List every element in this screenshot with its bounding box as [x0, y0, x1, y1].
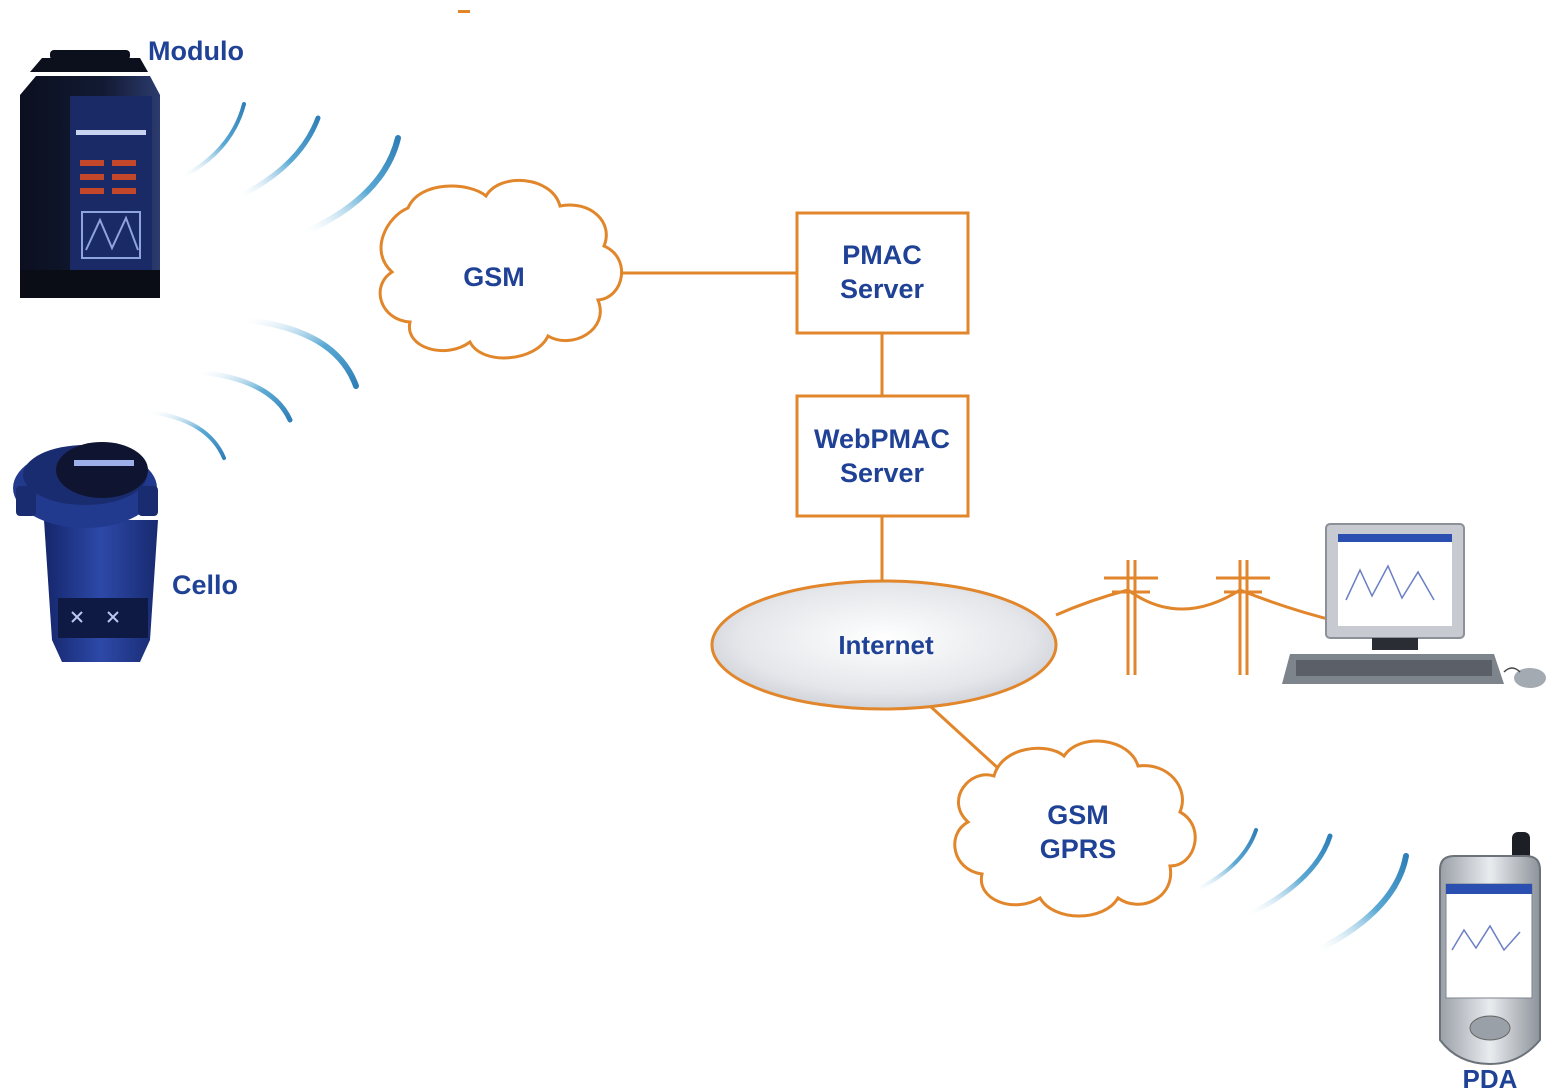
pmac-server-box	[795, 211, 970, 335]
desktop-computer-icon	[1282, 523, 1546, 688]
pda-icon	[1439, 832, 1541, 1066]
pmac-server-line1: PMAC	[842, 240, 922, 270]
cello-label: Cello	[172, 570, 238, 600]
gsm-gprs-line1: GSM	[1047, 800, 1109, 830]
modulo-wireless-waves-icon	[182, 102, 401, 235]
gsm-cloud-label: GSM	[463, 262, 525, 292]
internet-cloud	[710, 579, 1058, 711]
pda-wireless-waves-icon	[1194, 828, 1409, 953]
telephone-line-icon	[1055, 560, 1341, 675]
webpmac-server-box	[795, 394, 970, 518]
gsm-cloud	[378, 178, 623, 360]
gsm-gprs-cloud	[953, 739, 1197, 918]
webpmac-server-line2: Server	[840, 458, 925, 488]
internet-to-gprs-line	[928, 704, 1002, 772]
cello-logger-icon	[13, 442, 158, 662]
pmac-server-line2: Server	[840, 274, 925, 304]
top-mark	[458, 10, 470, 13]
webpmac-server-line1: WebPMAC	[814, 424, 950, 454]
pda-label: PDA	[1463, 1064, 1518, 1092]
modulo-label: Modulo	[148, 36, 244, 66]
modulo-logger-icon	[20, 50, 160, 298]
cello-wireless-waves-icon	[148, 317, 359, 460]
gsm-gprs-line2: GPRS	[1040, 834, 1117, 864]
internet-label: Internet	[838, 630, 934, 660]
